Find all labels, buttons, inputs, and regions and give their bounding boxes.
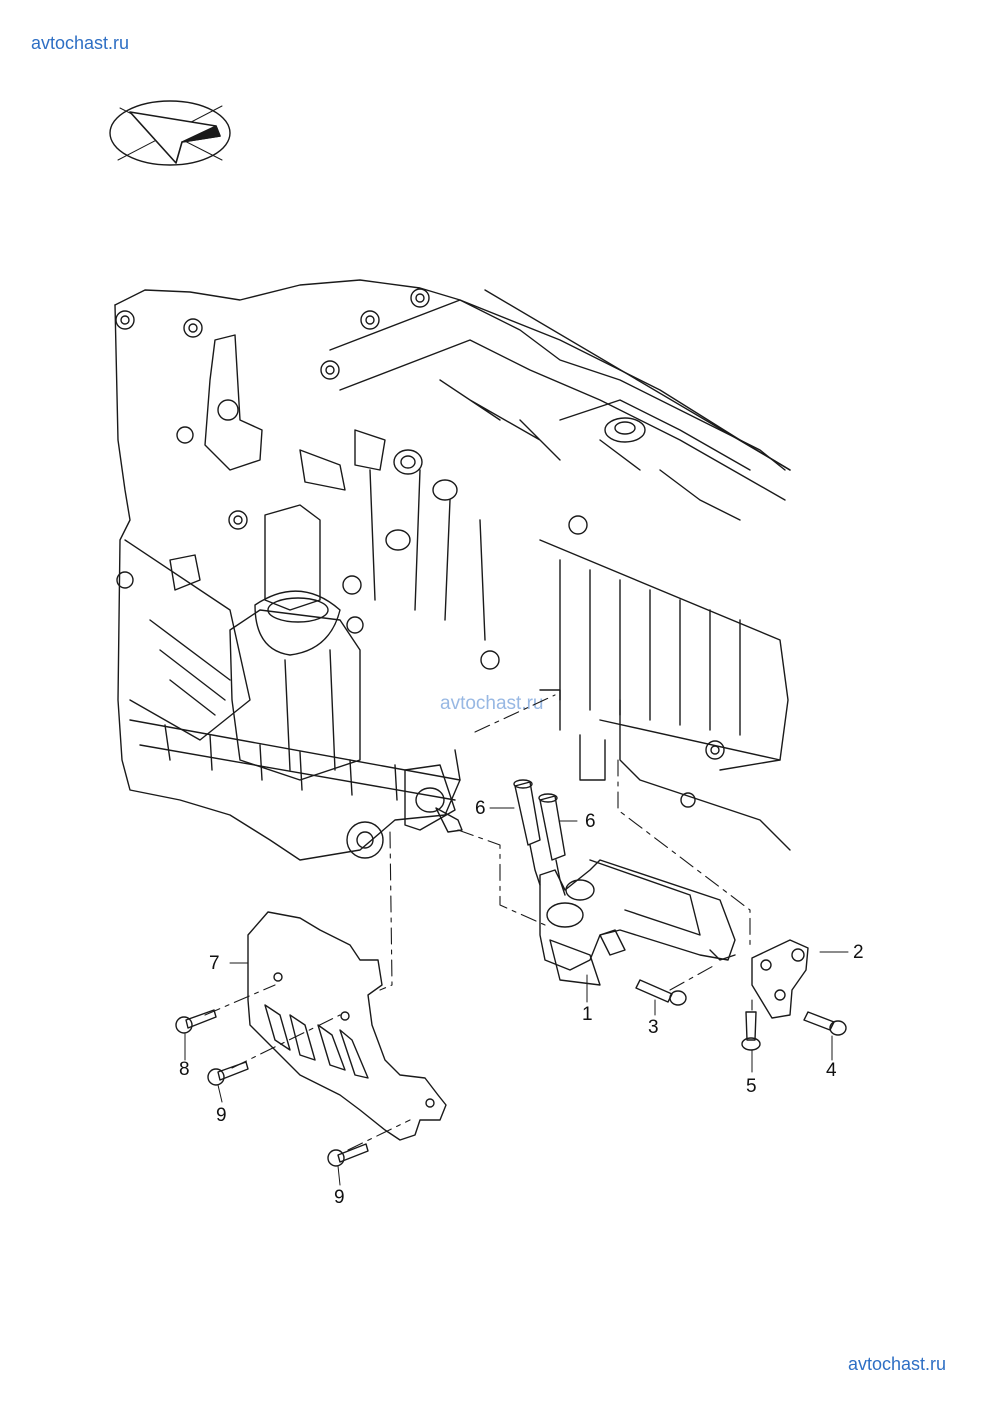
callout-1: 1: [582, 1004, 593, 1025]
callout-8: 8: [179, 1059, 190, 1080]
callout-9-lower: 9: [334, 1187, 345, 1208]
assembly-guide-lines: [205, 695, 752, 1150]
watermark-center: avtochast.ru: [440, 693, 544, 714]
callout-7: 7: [209, 953, 220, 974]
callout-9-upper: 9: [216, 1105, 227, 1126]
callout-4: 4: [826, 1060, 837, 1081]
callout-3: 3: [648, 1017, 659, 1038]
callout-6-left: 6: [475, 798, 486, 819]
watermark-top-left: avtochast.ru: [31, 33, 130, 53]
bolt-part-9-lower: [328, 1144, 368, 1166]
bolt-part-8: [176, 1010, 216, 1033]
heat-shield-part-7: [248, 912, 446, 1140]
bolt-part-5: [742, 1012, 760, 1050]
hose-part-6: [514, 780, 565, 895]
callout-5: 5: [746, 1076, 757, 1097]
bolt-part-4: [804, 1012, 846, 1035]
direction-arrow-icon: [110, 101, 230, 165]
callout-6-right: 6: [585, 811, 596, 832]
bolt-part-9-upper: [208, 1062, 248, 1085]
watermark-bottom-right: avtochast.ru: [848, 1354, 947, 1374]
callout-2: 2: [853, 942, 864, 963]
callout-leaders: [185, 808, 848, 1185]
transmission-housing: [115, 280, 790, 860]
bracket-part-2: [752, 940, 808, 1018]
actuator-part-1: [540, 860, 735, 985]
bolt-part-3: [636, 980, 686, 1005]
